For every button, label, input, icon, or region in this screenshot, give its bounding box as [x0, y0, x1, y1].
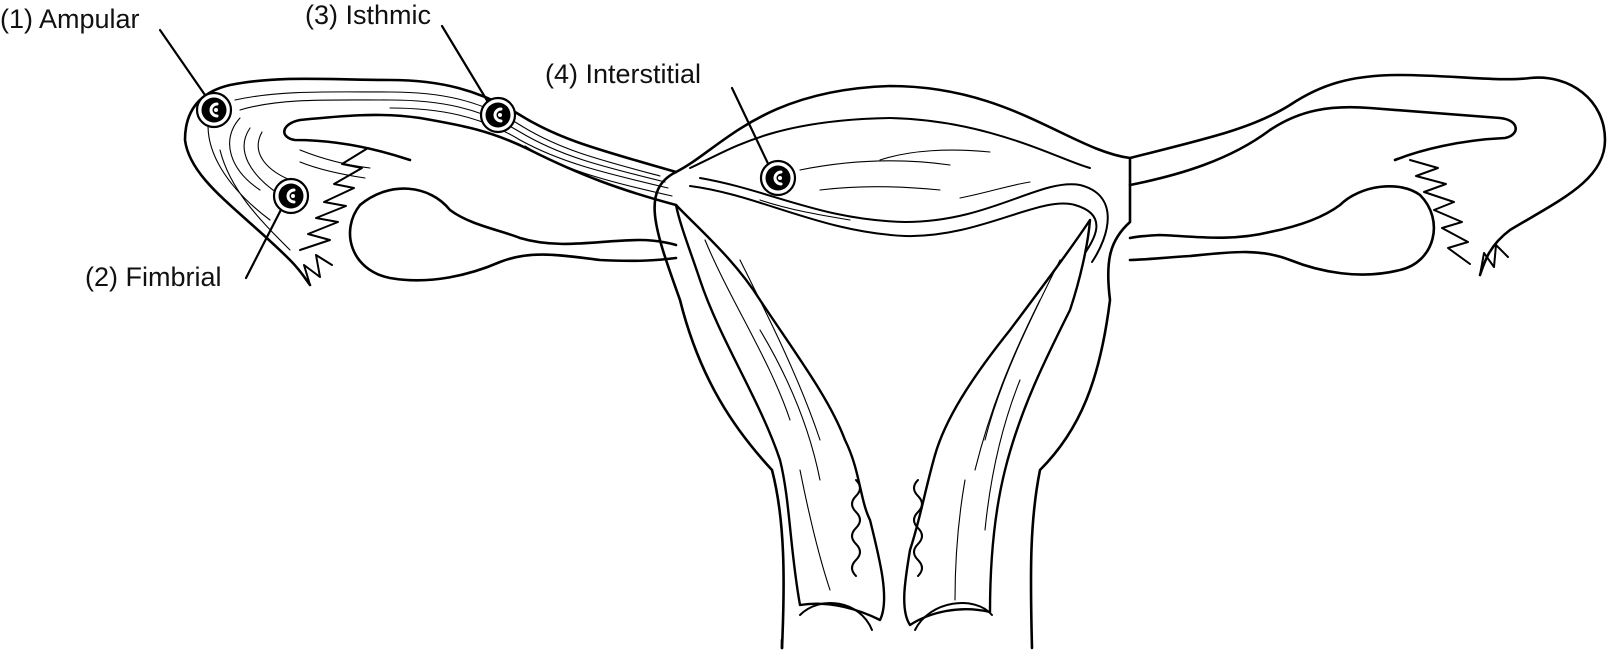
left-cervical-wall: [674, 203, 886, 622]
left-fallopian-tube: [183, 77, 678, 287]
ectopic-embryo-icon: [195, 91, 233, 129]
ectopic-embryo-icon: [759, 159, 797, 197]
uterus-body: [653, 84, 1132, 650]
interstitial-leader: [730, 86, 774, 174]
ectopic-embryo-icon: [272, 177, 310, 215]
right-fallopian-tube: [1128, 73, 1607, 277]
label-fimbrial: (2) Fimbrial: [85, 262, 222, 292]
isthmic-leader: [440, 24, 496, 114]
right-cervical-wall: [903, 218, 1092, 627]
label-isthmic: (3) Isthmic: [305, 0, 431, 30]
cervix-bottom: [780, 602, 993, 650]
ectopic-embryo-icon: [479, 96, 517, 134]
label-interstitial: (4) Interstitial: [545, 59, 701, 89]
label-ampular: (1) Ampular: [0, 4, 140, 34]
